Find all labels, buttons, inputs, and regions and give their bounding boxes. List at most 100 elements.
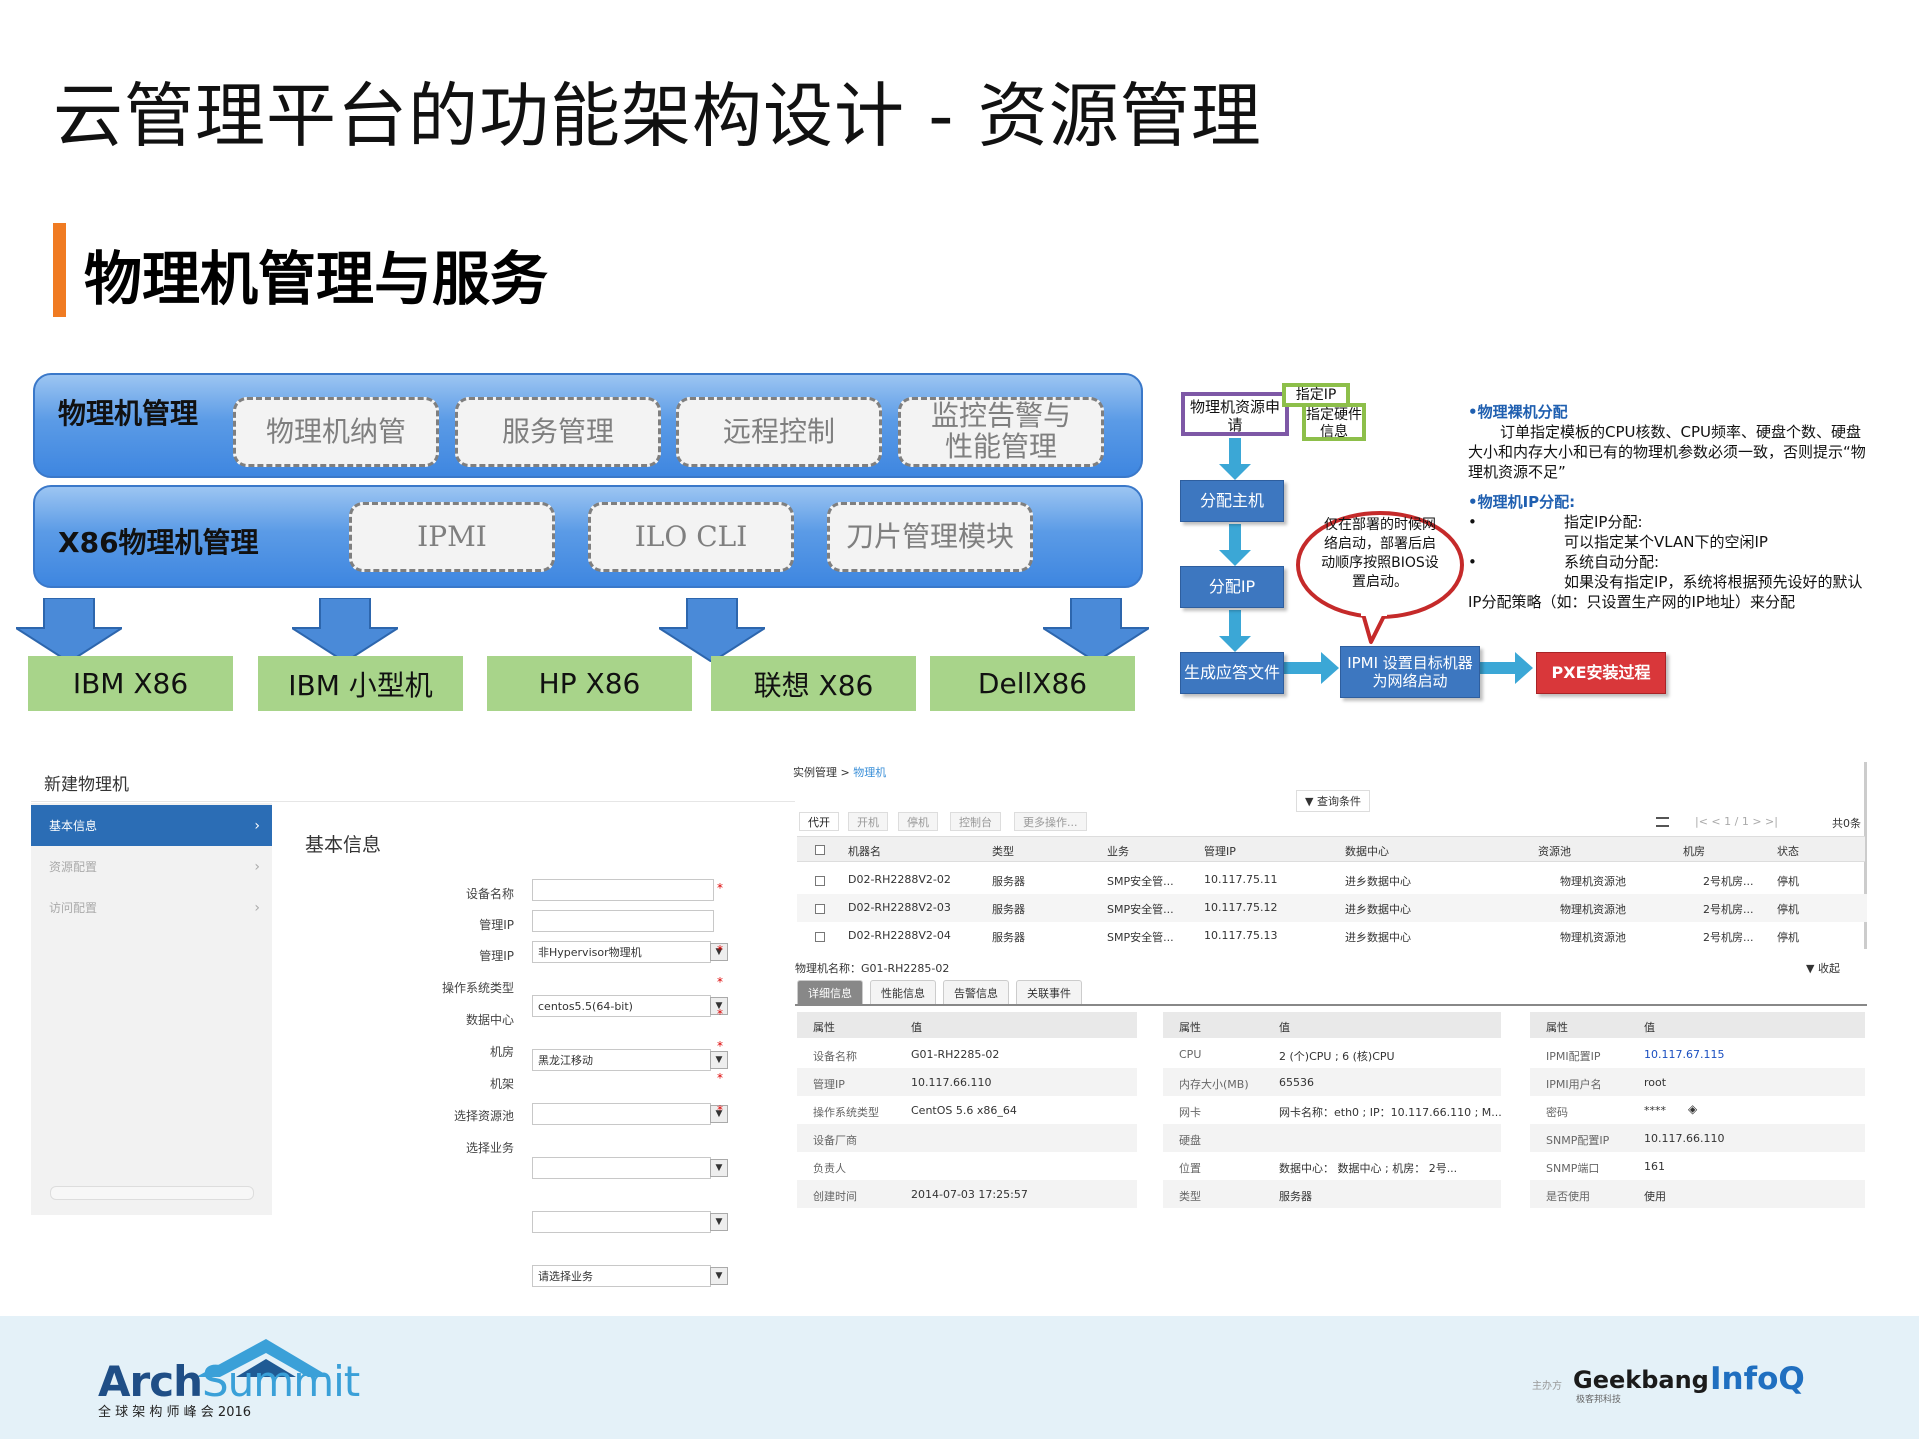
pill-monitoring: 监控告警与性能管理 [898,397,1104,467]
room-select[interactable]: ▼ [532,1103,728,1125]
chevron-down-icon[interactable]: ▼ [710,1267,728,1285]
machine-type-select[interactable]: 非Hypervisor物理机 ▼ [532,941,728,963]
col-header-status[interactable]: 状态 [1777,845,1799,858]
sidebar-scrollbar[interactable] [50,1186,254,1200]
pill-onboard: 物理机纳管 [233,397,439,467]
query-conditions-button[interactable]: ▼ 查询条件 [1296,790,1370,812]
flow-pxe-install: PXE安装过程 [1536,652,1666,694]
pager[interactable]: |< < 1 / 1 > >| [1695,815,1778,828]
sidebar-item-access-config[interactable]: 访问配置› [31,887,272,928]
chevron-down-icon[interactable]: ▼ [710,943,728,961]
table-row[interactable]: D02-RH2288V2-02 服务器 SMP安全管... 10.117.75.… [797,866,1867,894]
pill-blade-module: 刀片管理模块 [827,502,1033,572]
cell-room: 2号机房... [1703,931,1754,944]
attr-name: SNMP配置IP [1546,1134,1610,1147]
col-header-datacenter[interactable]: 数据中心 [1345,845,1389,858]
list-view-icon[interactable] [1656,817,1669,827]
band1-label: 物理机管理 [58,397,199,430]
chevron-down-icon[interactable]: ▼ [710,1159,728,1177]
col-header-pool[interactable]: 资源池 [1538,845,1571,858]
row-checkbox[interactable] [815,904,825,914]
col-header-room[interactable]: 机房 [1683,845,1705,858]
attr-value: 网卡名称：eth0 ; IP：10.117.66.110 ; M... [1279,1106,1501,1119]
required-mark: * [717,881,723,895]
os-type-select[interactable]: centos5.5(64-bit)▼ [532,995,728,1017]
rack-select[interactable]: ▼ [532,1157,728,1179]
cell-room: 2号机房... [1703,875,1754,888]
breadcrumb-root[interactable]: 实例管理 [793,766,837,779]
archsummit-logo: ArchSummit [98,1357,360,1406]
attr-header: 属性 [1546,1021,1568,1034]
pill-remote-control: 远程控制 [676,397,882,467]
chevron-down-icon[interactable]: ▼ [710,997,728,1015]
more-actions-button[interactable]: 更多操作... [1014,812,1087,831]
attr-value: 服务器 [1279,1190,1312,1203]
attr-name: 设备厂商 [813,1134,857,1147]
cell-name[interactable]: D02-RH2288V2-04 [848,929,951,942]
vendor-ibm-minicomputer: IBM 小型机 [258,656,463,711]
col-header-business[interactable]: 业务 [1107,845,1129,858]
cell-name[interactable]: D02-RH2288V2-03 [848,901,951,914]
attr-name: IPMI用户名 [1546,1078,1602,1091]
required-mark: * [717,1103,723,1117]
note-bullet-2-desc: 如果没有指定IP，系统将根据预先设好的默认IP分配策略（如：只设置生产网的IP地… [1468,573,1863,611]
tab-performance-info[interactable]: 性能信息 [870,980,936,1004]
tab-open[interactable]: 代开 [799,812,839,831]
eye-icon[interactable]: ◈ [1688,1102,1698,1116]
mgmt-ip-input[interactable] [532,910,714,932]
note-bullet-1-desc: 可以指定某个VLAN下的空闲IP [1564,533,1768,551]
row-checkbox[interactable] [815,876,825,886]
list-scrollbar[interactable] [1864,762,1867,949]
attr-value: 2014-07-03 17:25:57 [911,1188,1028,1201]
tab-related-events[interactable]: 关联事件 [1016,980,1082,1004]
field-label-device-name: 设备名称 [465,887,514,901]
val-header: 值 [1279,1021,1290,1034]
attr-name: SNMP端口 [1546,1162,1600,1175]
sidebar-item-basic-info[interactable]: 基本信息› [31,805,272,846]
cell-ip: 10.117.75.11 [1204,873,1278,886]
table-row[interactable]: D02-RH2288V2-03 服务器 SMP安全管... 10.117.75.… [797,894,1867,922]
row-checkbox[interactable] [815,932,825,942]
val-header: 值 [1644,1021,1655,1034]
col-header-mgmt-ip[interactable]: 管理IP [1204,845,1236,858]
power-off-button[interactable]: 停机 [898,812,938,831]
tab-alarm-info[interactable]: 告警信息 [943,980,1009,1004]
vendor-hp-x86: HP X86 [487,656,692,711]
detail-tab-underline [795,1004,1867,1006]
business-select[interactable]: 请选择业务▼ [532,1265,728,1287]
chevron-down-icon[interactable]: ▼ [710,1213,728,1231]
col-header-name[interactable]: 机器名 [848,845,881,858]
power-on-button[interactable]: 开机 [848,812,888,831]
attr-value: 10.117.66.110 [911,1076,992,1089]
sidebar-item-label: 访问配置 [49,901,98,915]
chevron-down-icon[interactable]: ▼ [710,1051,728,1069]
sidebar-item-label: 资源配置 [49,860,98,874]
table-row[interactable]: D02-RH2288V2-04 服务器 SMP安全管... 10.117.75.… [797,922,1867,950]
val-header: 值 [911,1021,922,1034]
arrow-down-icon: ▼ [1305,795,1317,808]
device-name-input[interactable] [532,879,714,901]
tab-detail-info[interactable]: 详细信息 [797,980,863,1004]
detail-row: 位置数据中心： 数据中心 ; 机房： 2号... [1163,1152,1501,1180]
resource-pool-select[interactable]: ▼ [532,1211,728,1233]
cell-datacenter: 进乡数据中心 [1345,903,1411,916]
datacenter-select[interactable]: 黑龙江移动▼ [532,1049,728,1071]
required-mark: * [717,1071,723,1085]
console-button[interactable]: 控制台 [950,812,1001,831]
select-all-checkbox[interactable] [815,845,825,855]
attr-value: root [1644,1076,1667,1089]
sidebar-item-resource-config[interactable]: 资源配置› [31,846,272,887]
logo-arch: Arch [98,1357,203,1406]
collapse-button[interactable]: ▼ 收起 [1806,960,1840,976]
chevron-down-icon[interactable]: ▼ [710,1105,728,1123]
attr-name: 负责人 [813,1162,846,1175]
cell-name[interactable]: D02-RH2288V2-02 [848,873,951,886]
attr-value: 2 (个)CPU ; 6 (核)CPU [1279,1050,1395,1063]
cell-business: SMP安全管... [1107,903,1174,916]
select-value: 非Hypervisor物理机 [538,946,642,959]
infoq-logo: InfoQ [1710,1361,1805,1397]
col-header-type[interactable]: 类型 [992,845,1014,858]
ipmi-ip-link[interactable]: 10.117.67.115 [1644,1048,1725,1061]
